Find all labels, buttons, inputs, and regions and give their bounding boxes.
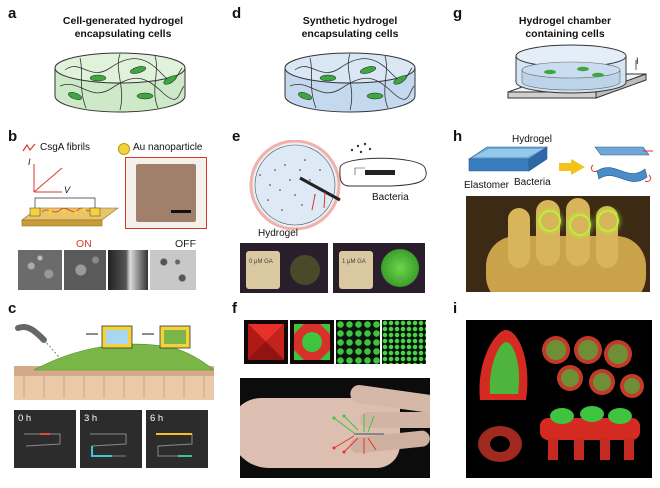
- micrograph-off-1: [108, 250, 148, 290]
- title-g-line2: containing cells: [525, 28, 605, 40]
- csga-fibrils-icon: [22, 143, 36, 152]
- panel-letter-g: g: [453, 5, 463, 22]
- title-g: Hydrogel chamber containing cells: [480, 15, 650, 41]
- scale-bar: [171, 210, 191, 213]
- title-a-line2: encapsulating cells: [74, 28, 172, 40]
- vial-0-label: 0 μM GA: [249, 259, 273, 265]
- vial-photo-1: 1 μM GA: [333, 243, 425, 293]
- legend-csga-fibrils: CsgA fibrils: [40, 142, 91, 153]
- label-hydrogel-e: Hydrogel: [258, 228, 299, 239]
- tattoo-circuit: [332, 414, 384, 454]
- time-label-0h: 0 h: [18, 413, 32, 424]
- micrograph-off-2: [150, 250, 196, 290]
- label-on: ON: [76, 238, 92, 250]
- glove-spiral-2: [569, 214, 591, 236]
- gold-nanoparticle-icon: [118, 143, 130, 155]
- trail-6h: [156, 433, 193, 457]
- glove-spiral-3: [597, 210, 619, 232]
- iv-axes: [33, 164, 63, 193]
- trail-0h: [24, 433, 61, 447]
- glove-spiral-1: [539, 210, 561, 232]
- printed-structure-1: [244, 320, 288, 364]
- nanoparticle-circuit-schematic: [21, 197, 119, 227]
- blue-hydrogel-disc: [284, 52, 416, 113]
- panel-letter-d: d: [232, 5, 242, 22]
- time-label-3h: 3 h: [84, 413, 98, 424]
- timelapse-frame-3h: 3 h: [80, 410, 142, 468]
- hydrogel-sphere-schematic: [249, 140, 427, 231]
- micrograph-on-1: [18, 250, 62, 290]
- title-a: Cell-generated hydrogel encapsulating ce…: [38, 15, 208, 41]
- label-bacteria-h: Bacteria: [514, 177, 551, 188]
- vial-1-label: 1 μM GA: [342, 259, 366, 265]
- glove-photo: [466, 196, 650, 292]
- device-photo: [125, 157, 207, 229]
- hand-tattoo-photo: [240, 378, 430, 478]
- label-bacteria-e: Bacteria: [372, 192, 409, 203]
- timelapse-frame-0h: 0 h: [14, 410, 76, 468]
- label-hydrogel-h: Hydrogel: [512, 134, 553, 145]
- panel-letter-e: e: [232, 128, 241, 145]
- vial-1-fluorescence: [381, 249, 419, 287]
- label-elastomer: Elastomer: [464, 180, 510, 191]
- bioprinted-structures-photo: [466, 320, 652, 478]
- trail-3h: [90, 433, 127, 457]
- hydrogel-chamber-on-plate: [507, 44, 647, 99]
- label-off: OFF: [175, 238, 196, 250]
- vial-1: 1 μM GA: [339, 251, 373, 289]
- wound-schematic: [14, 324, 214, 400]
- green-hydrogel-disc: [54, 52, 186, 113]
- panel-letter-a: a: [8, 5, 17, 22]
- timelapse-frame-6h: 6 h: [146, 410, 208, 468]
- stretchable-device-schematic: [468, 146, 653, 182]
- title-d: Synthetic hydrogel encapsulating cells: [265, 15, 435, 41]
- axis-label-v: V: [64, 185, 71, 195]
- printed-lattice-1: [336, 320, 380, 364]
- panel-letter-b: b: [8, 128, 18, 145]
- axis-label-i: I: [28, 157, 31, 167]
- printed-structure-2: [290, 320, 334, 364]
- panel-letter-c: c: [8, 300, 17, 317]
- bioprinted-structures: [478, 330, 644, 462]
- panel-letter-f: f: [232, 300, 237, 317]
- glove-finger-1: [508, 208, 530, 268]
- hand-finger-2: [360, 412, 430, 428]
- time-label-6h: 6 h: [150, 413, 164, 424]
- title-g-line1: Hydrogel chamber: [518, 15, 612, 27]
- pyramid-green-center: [294, 324, 330, 360]
- title-d-line2: encapsulating cells: [301, 28, 399, 40]
- printed-lattice-2: [382, 320, 426, 364]
- label-g-i: I: [636, 56, 639, 66]
- legend-au-nanoparticle: Au nanoparticle: [133, 142, 203, 153]
- panel-letter-i: i: [453, 300, 458, 317]
- vial-0: 0 μM GA: [246, 251, 280, 289]
- vial-photo-0: 0 μM GA: [240, 243, 328, 293]
- vial-0-fluorescence: [290, 255, 320, 285]
- title-a-line1: Cell-generated hydrogel: [62, 15, 184, 27]
- device-photo-sample: [136, 164, 196, 222]
- title-d-line1: Synthetic hydrogel: [302, 15, 398, 27]
- micrograph-on-2: [64, 250, 106, 290]
- pyramid-red: [248, 324, 284, 360]
- panel-letter-h: h: [453, 128, 463, 145]
